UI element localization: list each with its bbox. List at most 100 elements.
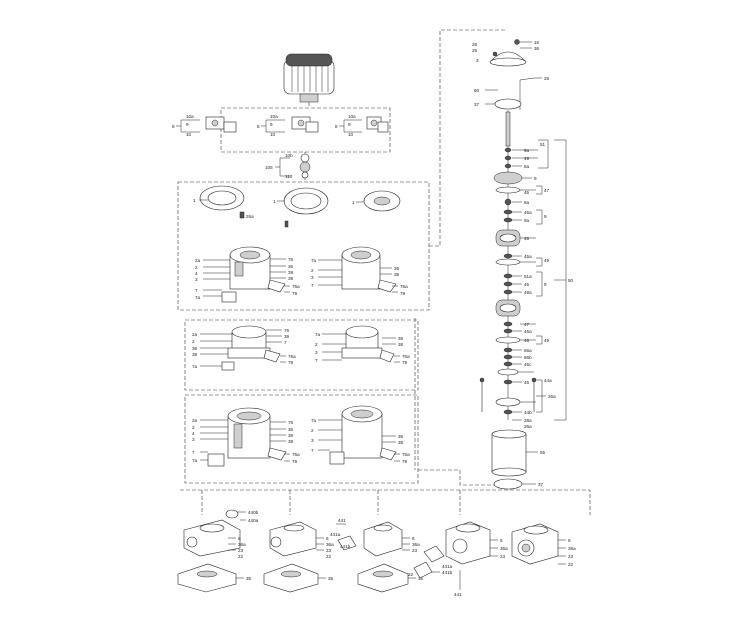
stack-label: 47 <box>544 188 550 193</box>
base-label: 23 <box>238 548 244 553</box>
plate-label: 1 <box>352 200 355 205</box>
base-label: 35 <box>328 576 334 581</box>
base-label: 36a <box>568 546 576 551</box>
adapter-label: 8 <box>257 124 260 129</box>
stack-label: 26 <box>544 76 550 81</box>
stack-label: 9 <box>544 282 547 287</box>
stack-label: 47 <box>524 322 530 327</box>
pump-head-label: 4 <box>195 271 198 276</box>
pump-head-box <box>177 181 430 484</box>
stack-label: 36 <box>534 46 540 51</box>
pump-head-label: 79 <box>402 360 408 365</box>
motor <box>283 53 335 108</box>
pump-head-label: 7 <box>311 283 314 288</box>
stack-label: 37 <box>474 102 480 107</box>
pump-head-2: 7a 2 3 7 36 38 76a 79 <box>311 246 408 296</box>
pump-head-label: 79 <box>288 360 294 365</box>
pump-head-label: 79 <box>402 459 408 464</box>
pump-head-label: 79 <box>292 291 298 296</box>
stack-label: 45 <box>524 190 530 195</box>
adapter-label: 10 <box>186 132 192 137</box>
base-label: 441 <box>338 518 346 523</box>
pump-head-label: 2 <box>311 428 314 433</box>
pump-head-label: 3 <box>311 275 314 280</box>
pump-head-4: 7a 2 3 7 36 38 76a 79 <box>315 325 410 365</box>
base-label: 22 <box>238 554 244 559</box>
adapter-1: 8 10a 9 10 <box>172 114 237 137</box>
adapter-label: 10a <box>270 114 278 119</box>
stack-label: 16 <box>534 40 540 45</box>
pump-head-label: 2 <box>311 268 314 273</box>
plate-label: 1 <box>273 199 276 204</box>
pump-head-label: 3 <box>192 437 195 442</box>
pump-head-label: 39 <box>288 439 294 444</box>
stack-label: 45 <box>524 338 530 343</box>
stack-label: 55 <box>540 450 546 455</box>
base-label: 23 <box>326 548 332 553</box>
adapter-label: 10 <box>270 132 276 137</box>
stack-label: 49 <box>544 258 550 263</box>
stack-label: 45 <box>524 380 530 385</box>
pump-head-label: 36 <box>288 264 294 269</box>
pump-head-label: 76a <box>400 284 408 289</box>
adapter-label: 10a <box>348 114 356 119</box>
base-label: 35 <box>418 576 424 581</box>
adapter-2: 8 10a 9 10 <box>257 114 319 137</box>
coupling-label: 105 <box>265 165 273 170</box>
adapter-label: 10a <box>186 114 194 119</box>
stack-label: 9a <box>524 148 530 153</box>
pump-head-label: 2 <box>315 342 318 347</box>
pump-head-5: 2a 2 4 3 7 7a 76 36 38 39 76a 79 <box>192 407 300 467</box>
pump-head-label: 7a <box>192 364 198 369</box>
base-3: 441 441a 441b 6 36a 23 35 <box>330 518 424 593</box>
stack-label: 45c <box>524 362 532 367</box>
stack-label: 66b <box>524 355 532 360</box>
adapter-label: 8 <box>172 124 175 129</box>
base-label: 441a <box>330 532 341 537</box>
pump-head-label: 2a <box>192 332 198 337</box>
pump-head-label: 76a <box>402 354 410 359</box>
top-plates: 1 26a 1 1 <box>193 185 401 228</box>
base-label: 6 <box>412 536 415 541</box>
pump-head-label: 7 <box>311 448 314 453</box>
base-label: 35 <box>246 576 252 581</box>
stack-label: 51a <box>524 274 532 279</box>
stack-label: 9 <box>534 176 537 181</box>
pump-head-1: 2a 2 4 3 7 7a 76 36 38 39 76a 79 <box>195 246 300 303</box>
coupling-label: 10b <box>285 153 293 158</box>
adapter-label: 9 <box>270 122 273 127</box>
base-5: 6 36a 23 22 <box>511 523 576 567</box>
pump-head-label: 4 <box>192 431 195 436</box>
pump-head-label: 7 <box>192 450 195 455</box>
pump-head-label: 76 <box>288 257 294 262</box>
base-label: 6 <box>568 538 571 543</box>
stack-label: 26a <box>524 424 532 429</box>
stack-label: 45 <box>524 236 530 241</box>
base-label: 6 <box>500 538 503 543</box>
stack-label: 9 <box>544 214 547 219</box>
stack-label: 28a <box>524 418 532 423</box>
stack-label: 51 <box>540 142 546 147</box>
base-label: 441a <box>442 564 453 569</box>
pump-head-label: 7 <box>195 288 198 293</box>
pump-head-label: 2a <box>192 418 198 423</box>
base-label: 441b <box>340 544 351 549</box>
bases: 440b 440a 6 36a 23 22 35 6 36a 23 22 <box>177 509 576 597</box>
stack-label: 66a <box>524 348 532 353</box>
pump-head-label: 76a <box>402 452 410 457</box>
pump-head-label: 38 <box>288 433 294 438</box>
stack-label: 37 <box>538 482 544 487</box>
stack-label: 45a <box>524 329 532 334</box>
base-2: 6 36a 23 22 35 <box>263 521 334 593</box>
base-label: 441 <box>454 592 462 597</box>
pump-head-label: 38 <box>398 342 404 347</box>
pump-head-label: 7a <box>311 418 317 423</box>
base-label: 23 <box>568 554 574 559</box>
pump-head-label: 3 <box>315 350 318 355</box>
pump-head-label: 7a <box>315 332 321 337</box>
stack-label: 45a <box>524 254 532 259</box>
base-label: 440b <box>248 510 259 515</box>
base-label: 6 <box>326 536 329 541</box>
stack-label: 45 <box>524 282 530 287</box>
